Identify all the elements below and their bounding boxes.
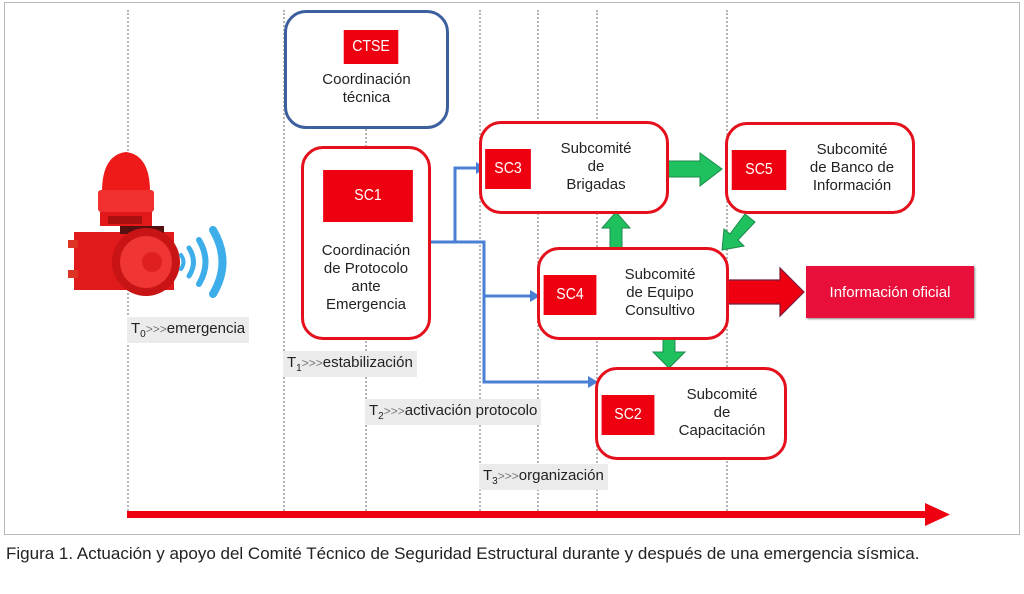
time-index: 0 <box>140 329 146 340</box>
time-phase: activación protocolo <box>404 402 538 419</box>
arrow-sc4-info <box>727 266 805 318</box>
connector-sc1-sc4 <box>430 240 530 298</box>
time-index: 1 <box>296 363 302 374</box>
time-separator: >>> <box>383 404 405 418</box>
timeline-arrowhead <box>925 503 950 526</box>
time-separator: >>> <box>145 322 167 336</box>
time-symbol: T <box>369 402 379 419</box>
node-description: Coordinación de Protocolo ante Emergenci… <box>321 242 411 313</box>
arrow-sc4-sc2 <box>651 335 687 369</box>
node-sc2: SC2 Subcomité de Capacitación <box>595 367 787 460</box>
node-tag: SC3 <box>485 149 531 189</box>
time-phase: organización <box>518 467 604 484</box>
node-tag: SC4 <box>543 275 597 315</box>
time-label-t2: T2>>>activación protocolo <box>365 399 542 425</box>
time-label-t3: T3>>>organización <box>479 464 608 490</box>
time-index: 3 <box>492 476 498 487</box>
arrow-sc5-sc4 <box>721 213 756 251</box>
time-separator: >>> <box>301 356 323 370</box>
node-informacion-oficial: Información oficial <box>806 266 974 318</box>
time-symbol: T <box>131 320 141 337</box>
arrow-sc4-sc3 <box>600 211 632 249</box>
node-sc1: SC1 Coordinación de Protocolo ante Emerg… <box>301 146 431 340</box>
figure-caption: Figura 1. Actuación y apoyo del Comité T… <box>6 544 920 563</box>
arrowhead-sc4 <box>530 290 540 302</box>
connector-sc1-sc2 <box>482 296 588 384</box>
time-symbol: T <box>483 467 493 484</box>
siren-icon <box>68 152 227 298</box>
time-separator: >>> <box>497 469 519 483</box>
node-tag: SC5 <box>731 150 787 190</box>
node-sc3: SC3 Subcomité de Brigadas <box>479 121 669 214</box>
node-sc5: SC5 Subcomité de Banco de Información <box>725 122 915 214</box>
node-description: Coordinación técnica <box>322 71 411 106</box>
connector-sc1-sc3 <box>430 166 476 244</box>
node-tag: SC1 <box>323 170 413 222</box>
timeline-guide-t1 <box>283 10 285 515</box>
node-tag: CTSE <box>343 30 399 64</box>
time-label-t0: T0>>>emergencia <box>127 317 250 343</box>
node-description: Subcomité de Equipo Consultivo <box>624 266 696 319</box>
time-label-t1: T1>>>estabilización <box>283 351 417 377</box>
node-sc4: SC4 Subcomité de Equipo Consultivo <box>537 247 729 340</box>
time-index: 2 <box>378 411 384 422</box>
time-phase: emergencia <box>166 320 246 337</box>
arrow-sc3-sc5 <box>667 152 723 188</box>
node-description: Subcomité de Capacitación <box>678 386 766 439</box>
sound-waves-icon <box>179 226 227 298</box>
node-description: Subcomité de Brigadas <box>560 140 632 193</box>
timeline-guide-t3 <box>479 10 481 515</box>
node-ctse: CTSE Coordinación técnica <box>284 10 449 129</box>
node-description: Subcomité de Banco de Información <box>809 141 895 194</box>
timeline-bar <box>127 511 927 518</box>
node-tag: SC2 <box>601 395 655 435</box>
time-phase: estabilización <box>322 354 413 371</box>
arrowhead-sc2 <box>588 376 598 388</box>
time-symbol: T <box>287 354 297 371</box>
